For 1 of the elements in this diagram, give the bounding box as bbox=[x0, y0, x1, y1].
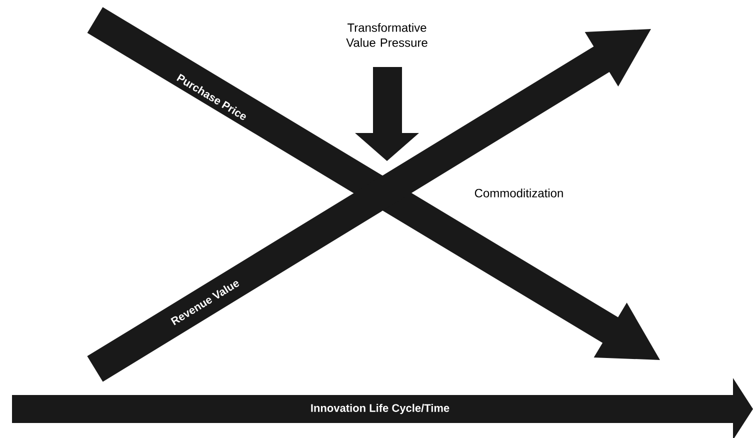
text-label: Commoditization bbox=[474, 188, 563, 198]
